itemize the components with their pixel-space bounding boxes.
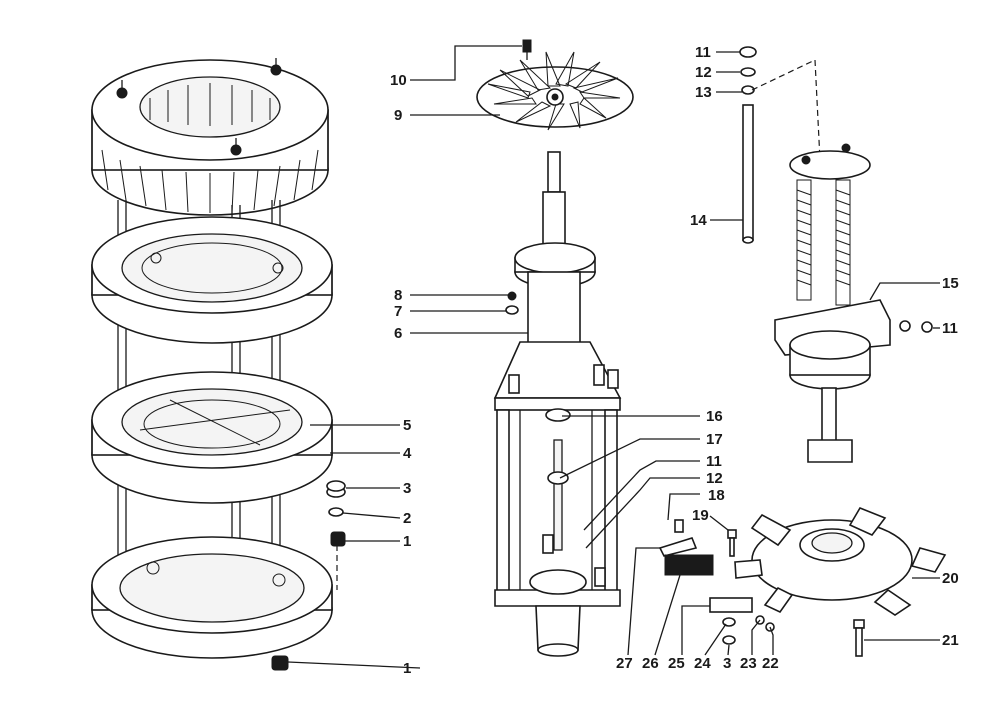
callout-15: 15 bbox=[942, 275, 959, 292]
callout-20: 20 bbox=[942, 570, 959, 587]
callout-1-bottom: 1 bbox=[403, 660, 411, 677]
spring-assembly bbox=[774, 143, 891, 463]
callout-17: 17 bbox=[706, 431, 723, 448]
top-finned-ring bbox=[91, 58, 329, 216]
callout-10: 10 bbox=[390, 72, 407, 89]
base-plate bbox=[734, 507, 947, 616]
callout-3: 3 bbox=[403, 480, 411, 497]
housing-ring-2 bbox=[91, 371, 333, 504]
callout-19: 19 bbox=[692, 507, 709, 524]
small-hardware bbox=[658, 320, 933, 645]
bolt bbox=[853, 619, 865, 657]
callout-18: 18 bbox=[708, 487, 725, 504]
callout-11-right: 11 bbox=[942, 320, 958, 337]
callout-16: 16 bbox=[706, 408, 723, 425]
housing-ring-bottom bbox=[91, 536, 333, 659]
housing-ring-1 bbox=[91, 216, 333, 344]
callout-8: 8 bbox=[394, 287, 402, 304]
callout-1: 1 bbox=[403, 533, 411, 550]
callout-4: 4 bbox=[403, 445, 412, 462]
callout-14: 14 bbox=[690, 212, 707, 229]
callout-11-top: 11 bbox=[695, 44, 711, 61]
callout-labels: 1 1 2 3 4 5 6 7 8 9 10 11 12 13 14 15 11… bbox=[390, 44, 959, 677]
callout-27: 27 bbox=[616, 655, 633, 672]
callout-2: 2 bbox=[403, 510, 411, 527]
motor-housing-assembly bbox=[91, 58, 346, 671]
nut-part-1 bbox=[330, 531, 346, 547]
central-shaft-column bbox=[493, 151, 622, 657]
callout-21: 21 bbox=[942, 632, 959, 649]
callout-26: 26 bbox=[642, 655, 659, 672]
callout-5: 5 bbox=[403, 417, 411, 434]
washer-part-2 bbox=[328, 507, 344, 517]
callout-23: 23 bbox=[740, 655, 757, 672]
callout-9: 9 bbox=[394, 107, 402, 124]
callout-6: 6 bbox=[394, 325, 402, 342]
callout-11-mid: 11 bbox=[706, 453, 722, 470]
nut-part-1-bottom bbox=[271, 655, 289, 671]
callout-12-mid: 12 bbox=[706, 470, 723, 487]
leader-lines bbox=[287, 45, 940, 669]
callout-24: 24 bbox=[694, 655, 711, 672]
callout-22: 22 bbox=[762, 655, 779, 672]
callout-25: 25 bbox=[668, 655, 685, 672]
callout-13: 13 bbox=[695, 84, 712, 101]
callout-3-bottom: 3 bbox=[723, 655, 731, 672]
cooling-fan bbox=[476, 39, 634, 131]
callout-7: 7 bbox=[394, 303, 402, 320]
callout-12-top: 12 bbox=[695, 64, 712, 81]
guide-rod bbox=[739, 46, 821, 244]
